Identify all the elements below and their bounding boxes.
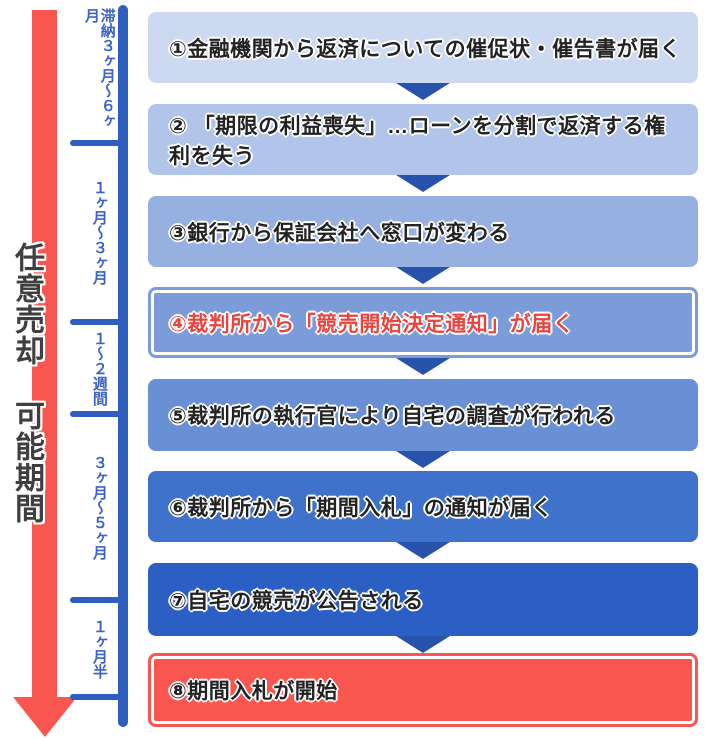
down-arrow-icon	[396, 451, 450, 468]
down-arrow-icon	[396, 636, 450, 653]
step-box-8-bidding-starts: ⑧期間入札が開始	[148, 653, 698, 727]
step-box-2: ② 「期限の利益喪失」…ローンを分割で返済する権利を失う	[148, 104, 698, 175]
voluntary-sale-period-arrowhead-icon	[13, 697, 77, 737]
timeline-tick	[70, 319, 127, 325]
duration-label-3-5-months: ３ヶ月～５ヶ月	[90, 454, 108, 560]
down-arrow-icon	[396, 83, 450, 100]
duration-label-1-3-months: １ヶ月～３ヶ月	[90, 180, 108, 285]
duration-label-arrears-3-6-months: 滞納３ヶ月～６ヶ月	[83, 8, 116, 128]
duration-label-1-2-weeks: １～２週間	[90, 330, 108, 406]
step-box-7: ⑦自宅の競売が公告される	[148, 563, 698, 636]
timeline-tick	[70, 411, 127, 417]
down-arrow-icon	[396, 358, 450, 375]
timeline-tick	[70, 597, 127, 603]
step-box-3: ③銀行から保証会社へ窓口が変わる	[148, 196, 698, 267]
duration-label-1-5-months: １ヶ月半	[90, 618, 108, 679]
step-box-4-auction-start-notice: ④裁判所から「競売開始決定通知」が届く	[148, 287, 698, 358]
timeline-tick	[70, 140, 127, 146]
down-arrow-icon	[396, 267, 450, 284]
timeline-axis-line	[118, 5, 128, 727]
down-arrow-icon	[396, 542, 450, 559]
down-arrow-icon	[396, 175, 450, 192]
voluntary-sale-period-bar	[32, 10, 57, 698]
step-box-5: ⑤裁判所の執行官により自宅の調査が行われる	[148, 379, 698, 451]
timeline-tick	[70, 694, 127, 700]
step-box-6: ⑥裁判所から「期間入札」の通知が届く	[148, 471, 698, 542]
voluntary-sale-period-label: 任意売却 可能期間	[10, 242, 43, 524]
step-box-1: ①金融機関から返済についての催促状・催告書が届く	[148, 12, 698, 83]
